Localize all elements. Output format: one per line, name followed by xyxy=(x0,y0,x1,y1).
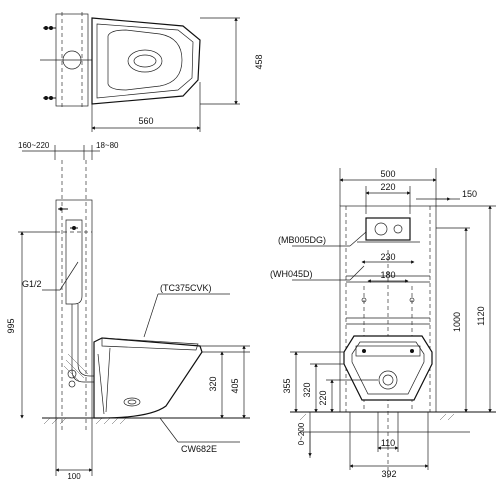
side-view-frame xyxy=(55,199,93,419)
front-view-flush-button-large xyxy=(374,222,388,236)
front-view-flush-button-small xyxy=(393,224,403,234)
front-view-width-220: 220 xyxy=(380,182,395,192)
side-view-bowl xyxy=(93,337,203,419)
side-view-depth-100: 100 xyxy=(67,472,81,481)
front-view-height-1120: 1120 xyxy=(476,306,486,325)
side-view-dim-left-top: 160~220 xyxy=(18,141,50,150)
top-view-bowl-opening xyxy=(127,49,163,73)
front-view-range-0-200: 0~200 xyxy=(297,422,306,445)
top-view-fitting-top xyxy=(43,26,56,30)
front-view-offset-150: 150 xyxy=(462,189,477,199)
side-view: 160~220 18~80 100 G1 xyxy=(6,141,250,481)
front-view-width-180: 180 xyxy=(380,270,395,280)
top-view: 458 560 xyxy=(40,12,264,132)
side-view-bowl-code: CW682E xyxy=(181,444,217,454)
front-view-flush-plate xyxy=(365,217,411,241)
top-view-bowl-rim xyxy=(96,23,194,99)
side-view-height-995: 995 xyxy=(6,318,16,333)
front-view-width-392: 392 xyxy=(381,469,396,479)
front-view-bowl xyxy=(343,335,433,401)
front-view-width-500: 500 xyxy=(380,169,395,179)
top-view-bowl-seat xyxy=(107,29,183,91)
front-view-height-220: 220 xyxy=(318,390,328,405)
front-view: 500 220 150 230 xyxy=(270,168,496,480)
top-view-width-label: 560 xyxy=(138,116,153,126)
side-view-cistern xyxy=(65,219,83,305)
top-view-fitting-bottom xyxy=(43,96,56,100)
front-view-height-320: 320 xyxy=(302,382,312,397)
side-view-height-405: 405 xyxy=(230,378,240,393)
front-view-width-110: 110 xyxy=(381,438,395,448)
side-view-thread-label: G1/2 xyxy=(22,279,42,289)
front-view-bowl-outlet xyxy=(378,370,398,390)
top-view-drain-circle xyxy=(62,50,82,70)
side-view-frame-code: (TC375CVK) xyxy=(160,283,212,293)
front-view-width-230: 230 xyxy=(380,252,395,262)
front-view-height-355: 355 xyxy=(282,378,292,393)
front-view-height-1000: 1000 xyxy=(452,312,462,332)
side-view-dim-right-top: 18~80 xyxy=(96,141,119,150)
top-view-depth-label: 458 xyxy=(254,54,264,69)
front-view-plate-code: (MB005DG) xyxy=(278,235,326,245)
front-view-support-code: (WH045D) xyxy=(270,269,313,279)
side-view-height-320: 320 xyxy=(208,376,218,391)
